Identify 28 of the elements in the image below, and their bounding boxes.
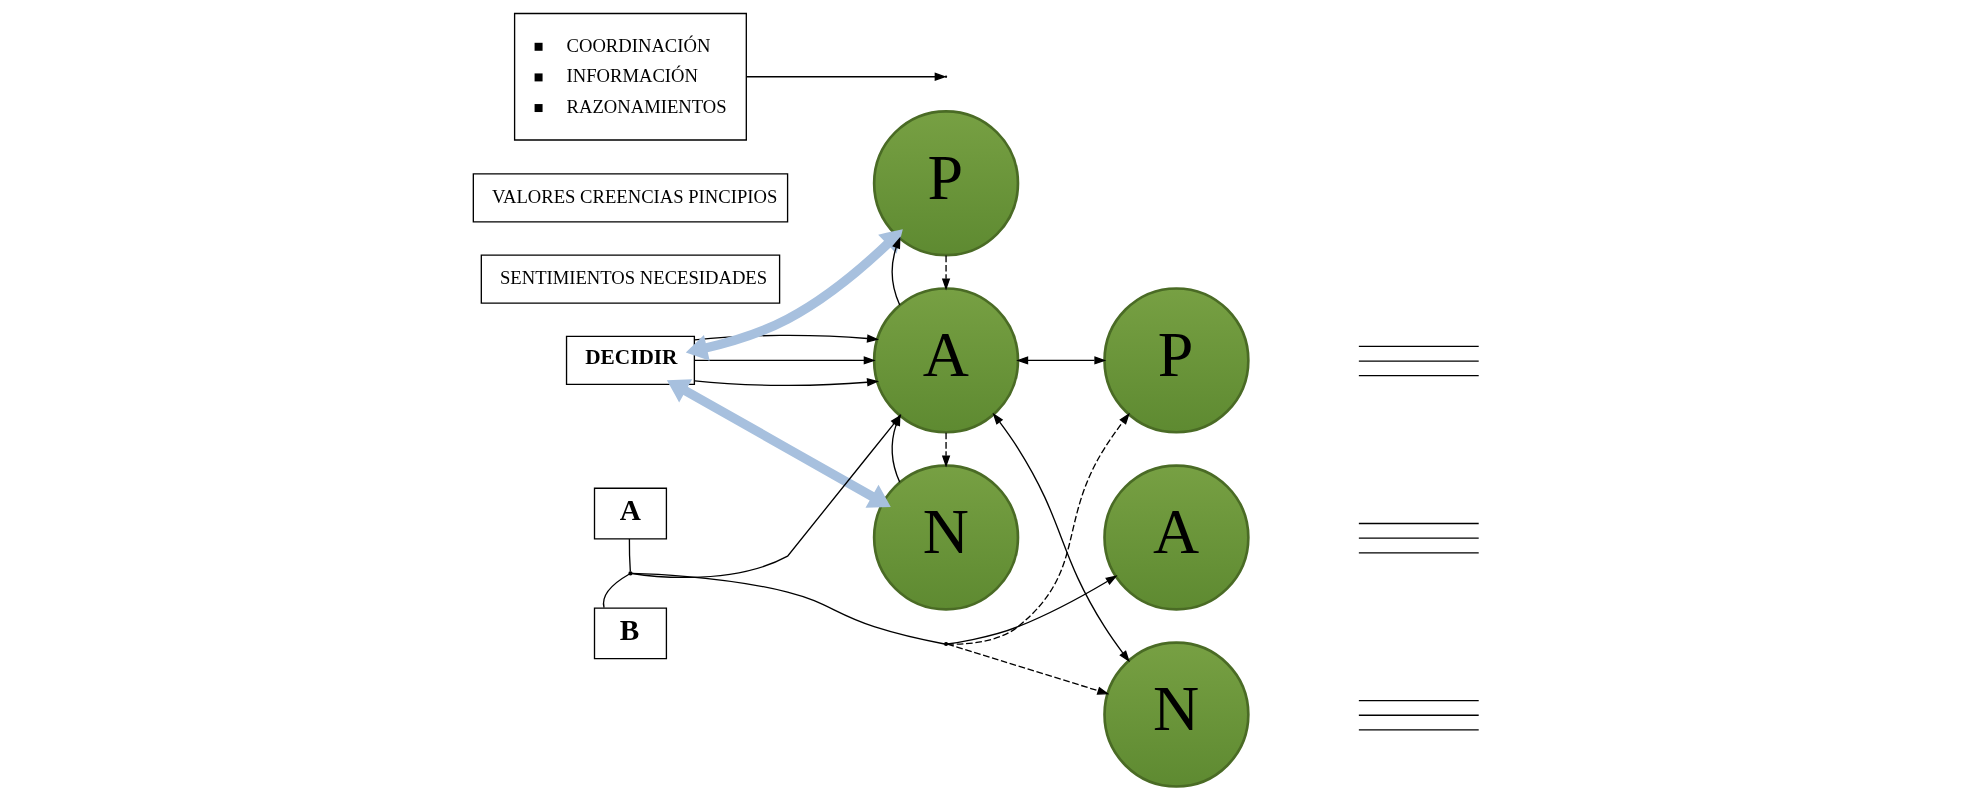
arrow	[693, 356, 876, 365]
arrow	[685, 229, 903, 361]
node-box: A	[593, 487, 667, 540]
node-circle: A	[872, 287, 1019, 434]
connector	[602, 573, 630, 609]
arrow	[946, 643, 1109, 695]
node-point	[627, 571, 633, 576]
node-circle: N	[872, 464, 1019, 611]
arrow	[946, 412, 1130, 645]
arrow	[1015, 356, 1106, 365]
arrow	[941, 254, 950, 291]
arrow	[745, 72, 947, 81]
connector	[628, 538, 631, 573]
node-box: VALORES CREENCIAS PINCIPIOS	[472, 173, 788, 223]
arrow	[890, 236, 901, 306]
node-point	[943, 641, 948, 647]
arrow	[666, 379, 891, 508]
arrow	[693, 378, 879, 387]
arrow	[946, 575, 1118, 645]
node-circle: N	[1102, 641, 1250, 788]
arrow	[992, 412, 1130, 663]
arrow	[941, 432, 950, 468]
node-box: SENTIMIENTOS NECESIDADES	[480, 254, 780, 304]
node-box: B	[593, 607, 667, 660]
connector	[630, 572, 945, 645]
node-box: DECIDIR	[565, 335, 695, 385]
node-circle: P	[1102, 287, 1250, 434]
node-box: COORDINACIÓN INFORMACIÓN RAZONAMIENTOS	[513, 12, 747, 141]
